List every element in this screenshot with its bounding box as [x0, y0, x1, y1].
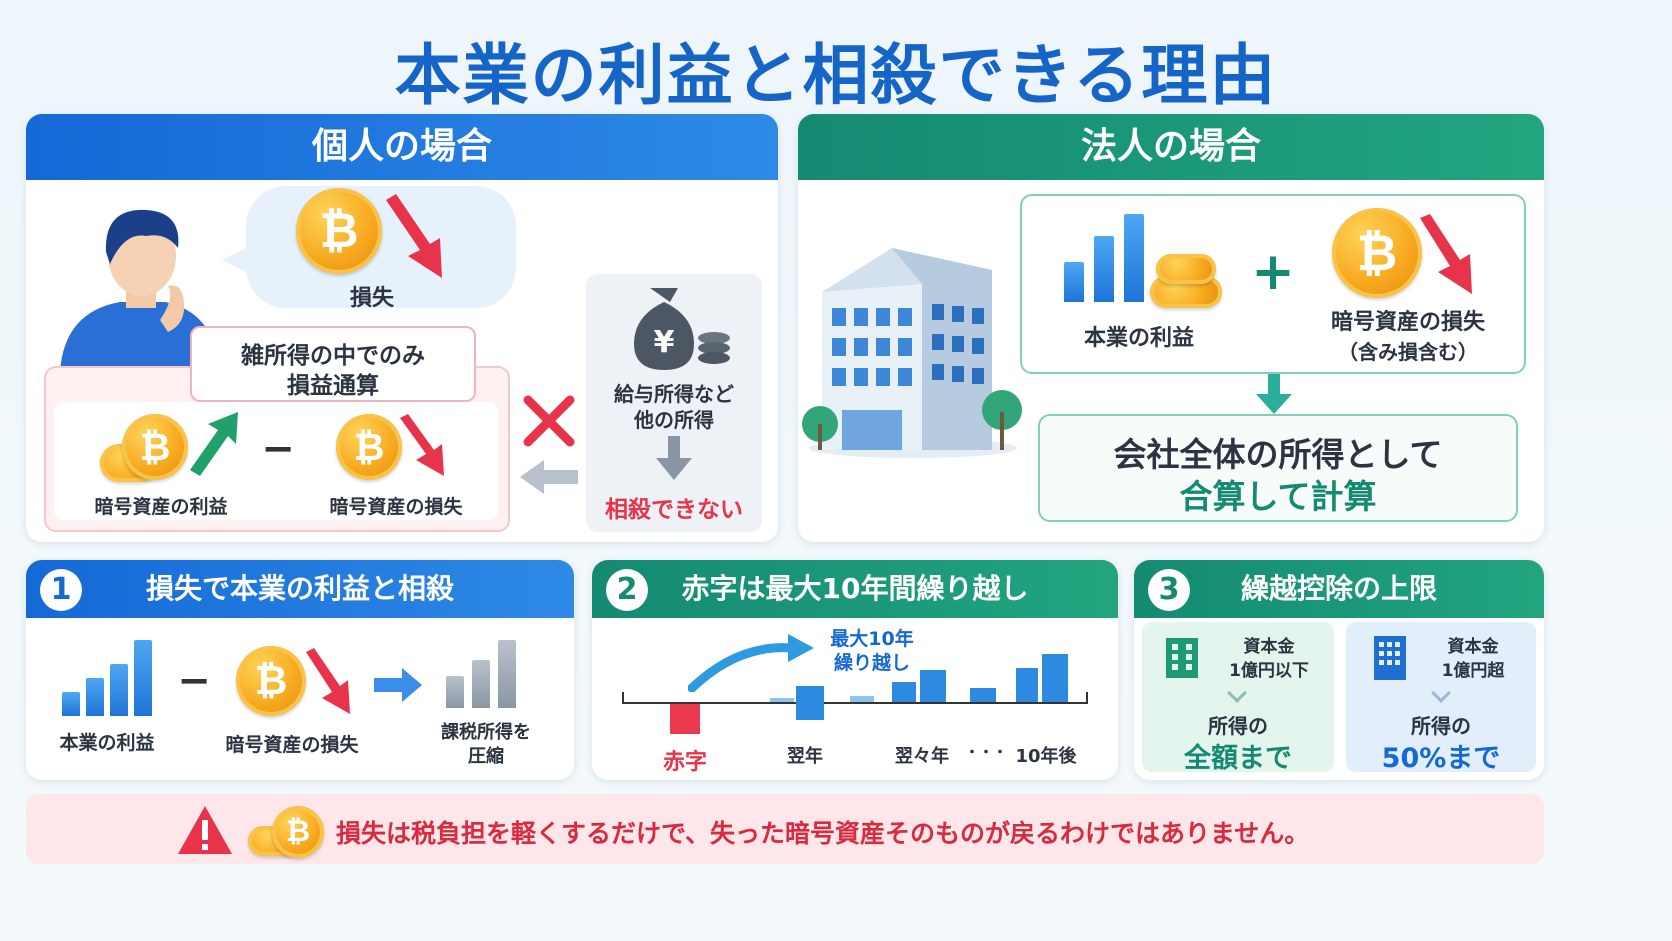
- plus-sign: +: [1251, 242, 1295, 302]
- cannot-offset-label: 相殺できない: [605, 497, 743, 523]
- small-capital-line1: 資本金: [1243, 637, 1295, 657]
- large-capital-line2: 1億円超: [1441, 661, 1505, 681]
- next-year-label: 翌年: [787, 746, 823, 767]
- misc-income-note-line1: 雑所得の中でのみ: [241, 343, 425, 369]
- business-profit-bars-icon: [1064, 214, 1144, 302]
- point1-header: 1 損失で本業の利益と相殺: [26, 560, 574, 618]
- point1-minus-sign: −: [177, 658, 211, 704]
- carry-forward-arrow-icon: [688, 634, 814, 692]
- point1-number-badge: 1: [40, 569, 82, 611]
- ten-years-bar: [1016, 668, 1038, 702]
- loss-speech-bubble: [246, 186, 516, 308]
- large-capital-line1: 資本金: [1447, 637, 1499, 657]
- point3-panel: 3 繰越控除の上限 資本金 1億円以下 所得の 全額まで 資本金 1億円超 所得…: [1134, 560, 1544, 780]
- speech-bubble-tail: [222, 246, 250, 274]
- crypto-loss-label: 暗号資産の損失: [1330, 310, 1485, 335]
- corporate-result-box: [1038, 414, 1518, 522]
- business-profit-bars-icon: [62, 640, 152, 716]
- timeline-tick-right: [1086, 692, 1088, 704]
- small-capital-line2: 1億円以下: [1229, 661, 1309, 681]
- point2-panel: 2 赤字は最大10年間繰り越し 最大10年 繰り越し 赤字 翌年 翌々年 ・・・…: [592, 560, 1118, 780]
- crypto-profit-label: 暗号資産の利益: [94, 496, 228, 518]
- deficit-label: 赤字: [662, 750, 707, 775]
- deficit-bar: [670, 704, 700, 734]
- money-bag-yen-icon: ¥: [634, 288, 730, 370]
- individual-panel: 個人の場合 ₿ 損失 雑所得の中でのみ 損益通算 ₿ 暗号資産の利益 − ₿ 暗…: [26, 114, 778, 542]
- point3-number-badge: 3: [1148, 569, 1190, 611]
- next-year-bar: [796, 686, 824, 720]
- individual-header: 個人の場合: [26, 114, 778, 180]
- left-arrow-gray-icon: [520, 460, 578, 494]
- year-after-label: 翌々年: [895, 746, 949, 767]
- large-income-label: 所得の: [1411, 714, 1471, 738]
- timeline-axis: [622, 702, 1088, 704]
- dots-bar: [970, 688, 996, 702]
- bitcoin-coin-icon: ₿: [336, 414, 402, 480]
- other-income-line1: 給与所得など: [614, 382, 734, 406]
- down-arrow-teal-icon: [1256, 374, 1292, 414]
- bitcoin-coin-icon: ₿: [1332, 208, 1422, 298]
- point1-panel: 1 損失で本業の利益と相殺 本業の利益 − ₿ 暗号資産の損失 課税所得を 圧縮: [26, 560, 574, 780]
- page-title: 本業の利益と相殺できる理由: [394, 37, 1278, 114]
- small-limit-label: 全額まで: [1184, 743, 1292, 774]
- carry-forward-line1: 最大10年: [830, 628, 914, 650]
- year-after-bar-low: [850, 696, 874, 702]
- up-arrow-green-icon: [190, 412, 238, 476]
- dots-label: ・・・: [965, 745, 1007, 761]
- person-thinking-icon: [60, 209, 220, 372]
- point3-title: 繰越控除の上限: [1240, 572, 1437, 605]
- large-limit-label: 50%まで: [1381, 743, 1501, 774]
- ten-years-label: 10年後: [1015, 746, 1077, 767]
- corporate-panel: 法人の場合 本業の利益 + ₿ 暗号資産の損失 （含み損含む）: [798, 114, 1544, 542]
- corporate-header: 法人の場合: [798, 114, 1544, 180]
- warning-triangle-icon: [178, 806, 232, 854]
- down-arrow-red-icon: [386, 194, 442, 278]
- yen-symbol: ¥: [654, 325, 675, 360]
- bitcoin-coin-icon: ₿: [272, 806, 324, 858]
- next-year-bar-low: [770, 698, 794, 702]
- year-after-bar: [892, 682, 916, 702]
- business-profit-label: 本業の利益: [1083, 326, 1194, 351]
- small-income-label: 所得の: [1208, 714, 1268, 738]
- point1-result-line2: 圧縮: [468, 746, 504, 767]
- crypto-loss-label: 暗号資産の損失: [329, 496, 463, 518]
- right-arrow-blue-icon: [374, 668, 422, 702]
- point1-result-line1: 課税所得を: [441, 722, 531, 743]
- unrealized-loss-note: （含み損含む）: [1338, 340, 1478, 364]
- minus-sign: −: [261, 426, 295, 472]
- point1-crypto-loss-label: 暗号資産の損失: [225, 734, 359, 756]
- timeline-tick-left: [622, 692, 624, 704]
- point2-title: 赤字は最大10年間繰り越し: [681, 572, 1029, 605]
- corporate-result-line2: 合算して計算: [1179, 477, 1377, 516]
- point3-header: 3 繰越控除の上限: [1134, 560, 1544, 618]
- ten-years-bar-tall: [1042, 654, 1068, 702]
- bitcoin-coin-icon: ₿: [122, 414, 188, 480]
- down-arrow-red-icon: [400, 414, 444, 476]
- down-arrow-red-icon: [306, 648, 350, 714]
- point2-header: 2 赤字は最大10年間繰り越し: [592, 560, 1118, 618]
- bitcoin-coin-icon: ₿: [236, 646, 306, 716]
- bitcoin-coin-icon: ₿: [296, 188, 382, 274]
- cross-mark-icon: [523, 395, 575, 447]
- warning-text: 損失は税負担を軽くするだけで、失った暗号資産そのものが戻るわけではありません。: [336, 819, 1310, 848]
- down-arrow-red-icon: [1420, 214, 1472, 294]
- loss-label: 損失: [349, 286, 394, 311]
- office-building-icon: [802, 248, 1022, 458]
- carry-forward-line2: 繰り越し: [833, 652, 910, 674]
- year-after-bar-tall: [920, 670, 946, 702]
- coin-stack-icon: [1156, 254, 1216, 284]
- corporate-result-line1: 会社全体の所得として: [1113, 435, 1443, 474]
- down-arrow-gray-icon: [656, 436, 692, 480]
- compressed-bars-icon: [446, 640, 516, 708]
- misc-income-note-box: [190, 326, 476, 402]
- point1-title: 損失で本業の利益と相殺: [145, 572, 454, 605]
- point1-business-profit-label: 本業の利益: [59, 732, 155, 754]
- small-building-icon: [1166, 638, 1198, 678]
- large-building-icon: [1374, 636, 1406, 680]
- misc-income-note-line2: 損益通算: [287, 373, 379, 399]
- other-income-line2: 他の所得: [634, 408, 714, 432]
- point2-number-badge: 2: [606, 569, 648, 611]
